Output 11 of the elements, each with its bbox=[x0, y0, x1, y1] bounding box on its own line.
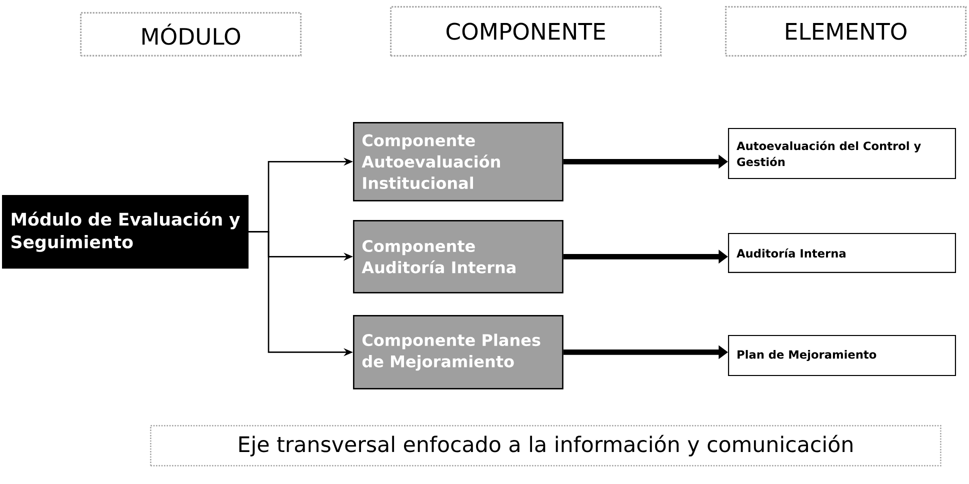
header-box: ELEMENTO bbox=[725, 6, 967, 57]
component-box: Componente Planes de Mejoramiento bbox=[353, 314, 564, 390]
component-box: Componente Autoevaluación Institucional bbox=[353, 122, 564, 202]
axis-band: Eje transversal enfocado a la información y comunicación bbox=[150, 425, 942, 466]
module-box: Módulo de Evaluación y Seguimiento bbox=[2, 195, 249, 269]
header-box: COMPONENTE bbox=[390, 6, 662, 57]
header-box: MÓDULO bbox=[80, 12, 302, 57]
element-box: Plan de Mejoramiento bbox=[728, 335, 956, 376]
element-box: Auditoría Interna bbox=[728, 233, 956, 273]
element-box: Autoevaluación del Control y Gestión bbox=[728, 128, 956, 180]
component-box: Componente Auditoría Interna bbox=[353, 220, 564, 294]
